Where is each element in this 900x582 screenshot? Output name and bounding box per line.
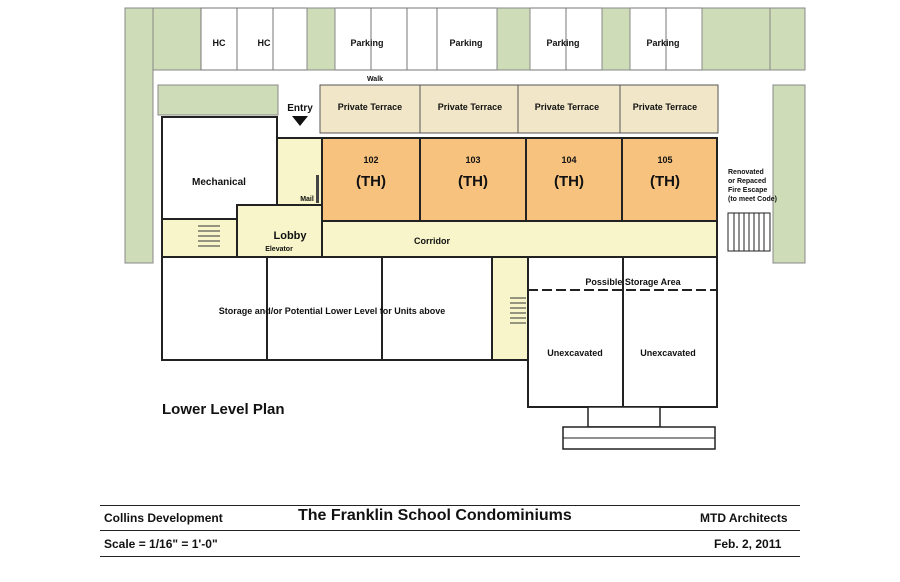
- west-stair-treads: [198, 225, 220, 247]
- fire-escape-label: Fire Escape: [728, 187, 767, 194]
- corridor-label: Corridor: [414, 236, 450, 246]
- parking-label: Parking: [449, 38, 482, 48]
- fire-escape-label: Renovated: [728, 169, 764, 176]
- architect-name: MTD Architects: [700, 511, 788, 525]
- terrace-label: Private Terrace: [535, 102, 599, 112]
- title-block-rule-top: [100, 505, 800, 506]
- landscape-area-right: [769, 7, 806, 71]
- unit-type: (TH): [356, 173, 386, 190]
- room-corridor: [321, 220, 718, 258]
- drawing-date: Feb. 2, 2011: [714, 537, 782, 551]
- unexcavated-label: Unexcavated: [547, 348, 603, 358]
- storage-rooms: [161, 256, 493, 361]
- south-porch: [587, 406, 661, 428]
- parking-lot: [200, 7, 703, 71]
- west-stair: [161, 218, 238, 258]
- private-terraces: [319, 84, 719, 134]
- parking-curb-a: [306, 7, 336, 71]
- unit-type: (TH): [554, 173, 584, 190]
- elevator-label: Elevator: [265, 246, 293, 253]
- scale-note: Scale = 1/16" = 1'-0": [104, 537, 218, 551]
- unit-number: 104: [561, 155, 576, 165]
- unit-type: (TH): [650, 173, 680, 190]
- fire-escape-label: (to meet Code): [728, 196, 777, 203]
- mechanical-label: Mechanical: [192, 177, 246, 188]
- hc-parking-label: HC: [258, 38, 271, 48]
- storage-label: Storage and/or Potential Lower Level for…: [219, 306, 446, 316]
- lobby-label: Lobby: [274, 230, 308, 242]
- mailboxes: [316, 175, 319, 203]
- fire-escape-treads: [733, 213, 765, 251]
- hc-parking-label: HC: [213, 38, 226, 48]
- landscape-area-top: [152, 7, 202, 71]
- possible-storage-label: Possible Storage Area: [585, 277, 681, 287]
- title-block-rule-bottom: [100, 556, 800, 557]
- project-title: The Franklin School Condominiums: [298, 507, 572, 524]
- landscape-area-east: [772, 84, 806, 264]
- unit-number: 105: [657, 155, 672, 165]
- unexcavated-label: Unexcavated: [640, 348, 696, 358]
- unit-number: 102: [363, 155, 378, 165]
- terrace-label: Private Terrace: [338, 102, 402, 112]
- mail-label: Mail: [300, 196, 314, 203]
- plan-title: Lower Level Plan: [162, 401, 285, 418]
- title-block-rule-mid: [100, 530, 800, 531]
- fire-escape-label: or Repaced: [728, 178, 766, 185]
- unit-type: (TH): [458, 173, 488, 190]
- unexcavated-rooms: [527, 256, 718, 408]
- parking-label: Parking: [646, 38, 679, 48]
- room-mechanical: [161, 116, 278, 220]
- landscape-area-front-left: [157, 84, 279, 116]
- entry-arrow-icon: [292, 116, 308, 126]
- terrace-label: Private Terrace: [438, 102, 502, 112]
- parking-curb-c: [601, 7, 631, 71]
- unit-number: 103: [465, 155, 480, 165]
- parking-curb-d: [701, 7, 771, 71]
- parking-label: Parking: [350, 38, 383, 48]
- terrace-label: Private Terrace: [633, 102, 697, 112]
- entry-label: Entry: [287, 103, 313, 114]
- walk-label: Walk: [367, 76, 383, 83]
- parking-label: Parking: [546, 38, 579, 48]
- developer-name: Collins Development: [104, 511, 223, 525]
- center-stair-treads: [510, 297, 526, 324]
- landscape-area-left: [124, 7, 154, 264]
- parking-curb-b: [496, 7, 531, 71]
- townhouse-units: [321, 137, 718, 222]
